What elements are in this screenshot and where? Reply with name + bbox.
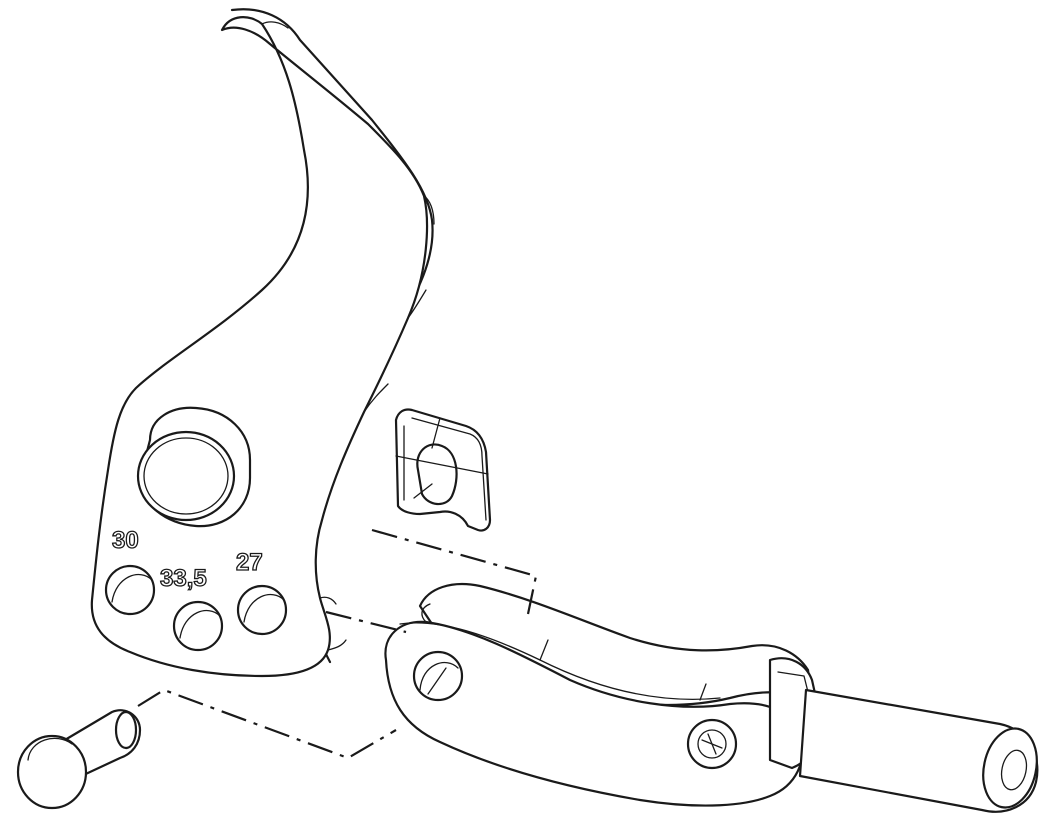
hole-left — [104, 564, 156, 616]
hole-label-left: 30 — [112, 527, 139, 554]
shaft-assembly — [768, 657, 1039, 813]
pivot-pin — [16, 709, 142, 810]
hole-middle — [172, 600, 224, 652]
assembly-lines — [137, 528, 538, 760]
bushing-boss — [136, 406, 252, 528]
hole-label-middle: 33,5 — [160, 565, 207, 592]
spring-clip — [394, 408, 492, 532]
adjustment-holes — [104, 564, 288, 652]
link-arm — [384, 582, 814, 807]
hole-right — [236, 584, 288, 636]
hole-label-right: 27 — [236, 549, 263, 576]
